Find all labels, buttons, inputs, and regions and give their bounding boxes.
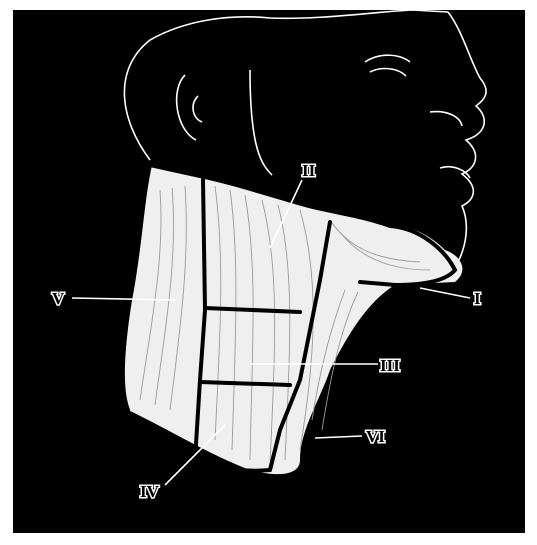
label-level-6: VI [366, 427, 385, 446]
label-level-4: IV [140, 482, 160, 501]
label-level-1: I [474, 289, 481, 308]
label-level-5: V [52, 289, 65, 308]
label-level-2: II [302, 161, 316, 180]
label-level-3: III [380, 356, 400, 375]
